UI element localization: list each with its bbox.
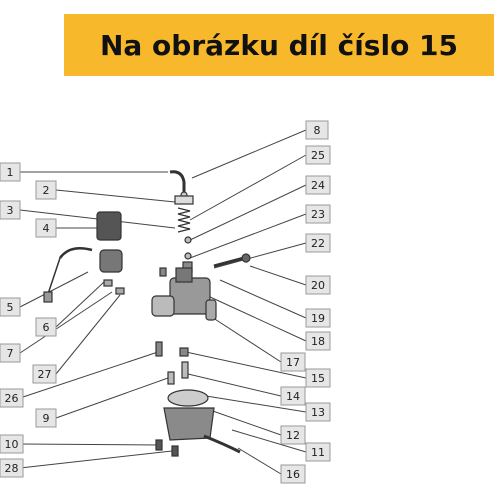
svg-text:22: 22 [311,237,325,250]
callout-22: 22 [305,233,331,253]
callout-11: 11 [305,442,331,462]
svg-text:2: 2 [43,184,50,197]
title-banner: Na obrázku díl číslo 15 [64,14,494,76]
callout-25: 25 [305,145,331,165]
svg-text:5: 5 [7,301,14,314]
svg-text:7: 7 [7,347,14,360]
callout-16: 16 [280,464,306,484]
page-title: Na obrázku díl číslo 15 [99,28,459,62]
callout-24: 24 [305,175,331,195]
svg-text:20: 20 [311,279,325,292]
callout-14: 14 [280,386,306,406]
svg-text:17: 17 [286,356,300,369]
svg-text:3: 3 [7,204,14,217]
callout-3: 3 [0,200,21,220]
svg-text:10: 10 [5,438,19,451]
svg-text:28: 28 [5,462,19,475]
callout-20: 20 [305,275,331,295]
svg-text:12: 12 [286,429,300,442]
callout-9: 9 [35,408,57,428]
svg-text:15: 15 [311,372,325,385]
callout-2: 2 [35,180,57,200]
svg-text:9: 9 [43,412,50,425]
svg-text:16: 16 [286,468,300,481]
callout-10: 10 [0,434,24,454]
leader-lines [19,129,307,475]
svg-text:8: 8 [314,124,321,137]
carburetor-parts [43,170,251,457]
svg-text:1: 1 [7,166,14,179]
callout-13: 13 [305,402,331,422]
callout-labels: 1 2 3 4 5 6 7 27 26 9 10 28 8 25 24 23 2… [0,120,331,484]
callout-8: 8 [305,120,329,140]
svg-text:11: 11 [311,446,325,459]
callout-17: 17 [280,352,306,372]
svg-text:18: 18 [311,335,325,348]
callout-23: 23 [305,204,331,224]
callout-5: 5 [0,297,21,317]
svg-text:27: 27 [38,368,52,381]
svg-text:24: 24 [311,179,325,192]
callout-28: 28 [0,458,24,478]
svg-text:19: 19 [311,312,325,325]
svg-text:4: 4 [43,222,50,235]
svg-text:6: 6 [43,321,50,334]
callout-19: 19 [305,308,331,328]
svg-text:25: 25 [311,149,325,162]
svg-text:14: 14 [286,390,300,403]
callout-12: 12 [280,425,306,445]
callout-7: 7 [0,343,21,363]
callout-6: 6 [35,317,57,337]
callout-15: 15 [305,368,331,388]
callout-4: 4 [35,218,57,238]
svg-text:13: 13 [311,406,325,419]
svg-text:26: 26 [5,392,19,405]
callout-1: 1 [0,162,21,182]
callout-18: 18 [305,331,331,351]
callout-27: 27 [32,364,57,384]
svg-text:23: 23 [311,208,325,221]
callout-26: 26 [0,388,24,408]
